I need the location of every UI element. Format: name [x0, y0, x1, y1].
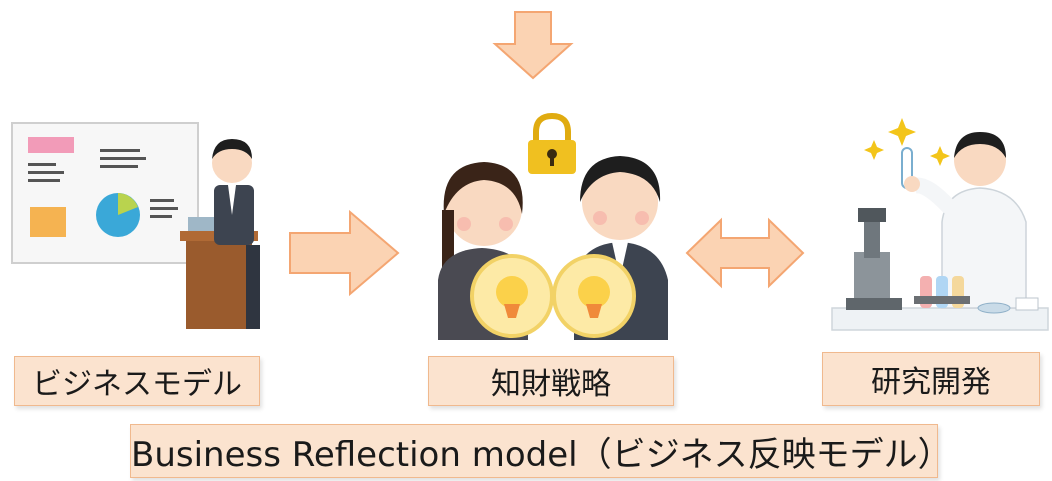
- padlock-icon: [528, 112, 576, 174]
- double-arrow-icon: [685, 217, 805, 289]
- ip-strategy-illustration: [438, 112, 668, 340]
- model-banner: Business Reflection model（ビジネス反映モデル）: [130, 424, 952, 478]
- rnd-label-text: 研究開発: [871, 365, 991, 400]
- researcher-illustration: [831, 118, 1049, 331]
- rnd-label: 研究開発: [822, 352, 1040, 406]
- right-arrow-icon: [289, 209, 400, 297]
- business-model-label-text: ビジネスモデル: [32, 367, 242, 402]
- model-banner-text: Business Reflection model（ビジネス反映モデル）: [131, 434, 952, 475]
- presenter-illustration: [11, 122, 260, 329]
- ip-strategy-label-text: 知財戦略: [491, 367, 611, 402]
- down-arrow-icon: [492, 11, 574, 80]
- ip-strategy-label: 知財戦略: [428, 356, 674, 406]
- business-model-label: ビジネスモデル: [14, 356, 260, 406]
